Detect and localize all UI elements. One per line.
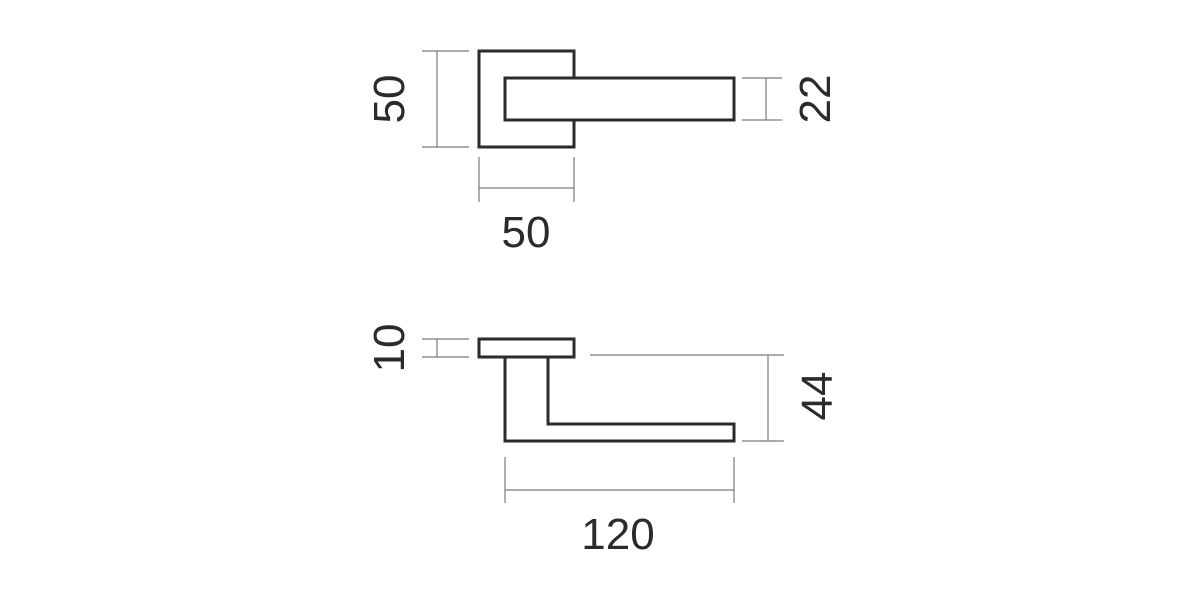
side-view-lever: [503, 357, 736, 443]
side-view-rose: [477, 337, 576, 359]
dim-lever-length: 120: [504, 457, 735, 559]
dim-rose-height: 50: [365, 50, 469, 148]
top-view-lever: [503, 76, 736, 122]
dim-rose-height-label: 50: [365, 75, 414, 124]
dim-lever-thickness-label: 22: [791, 75, 840, 124]
dim-rose-thickness-label: 10: [365, 324, 414, 373]
dim-rose-thickness: 10: [365, 324, 469, 373]
side-view: 10 44 120: [365, 324, 842, 559]
dim-lever-length-label: 120: [581, 510, 654, 559]
dim-rose-width-label: 50: [502, 208, 551, 257]
dim-lever-thickness: 22: [742, 75, 840, 124]
dim-lever-projection-label: 44: [793, 372, 842, 421]
dim-rose-width: 50: [478, 157, 575, 257]
top-view: 50 50 22: [365, 49, 840, 257]
dim-lever-projection: 44: [590, 354, 842, 442]
